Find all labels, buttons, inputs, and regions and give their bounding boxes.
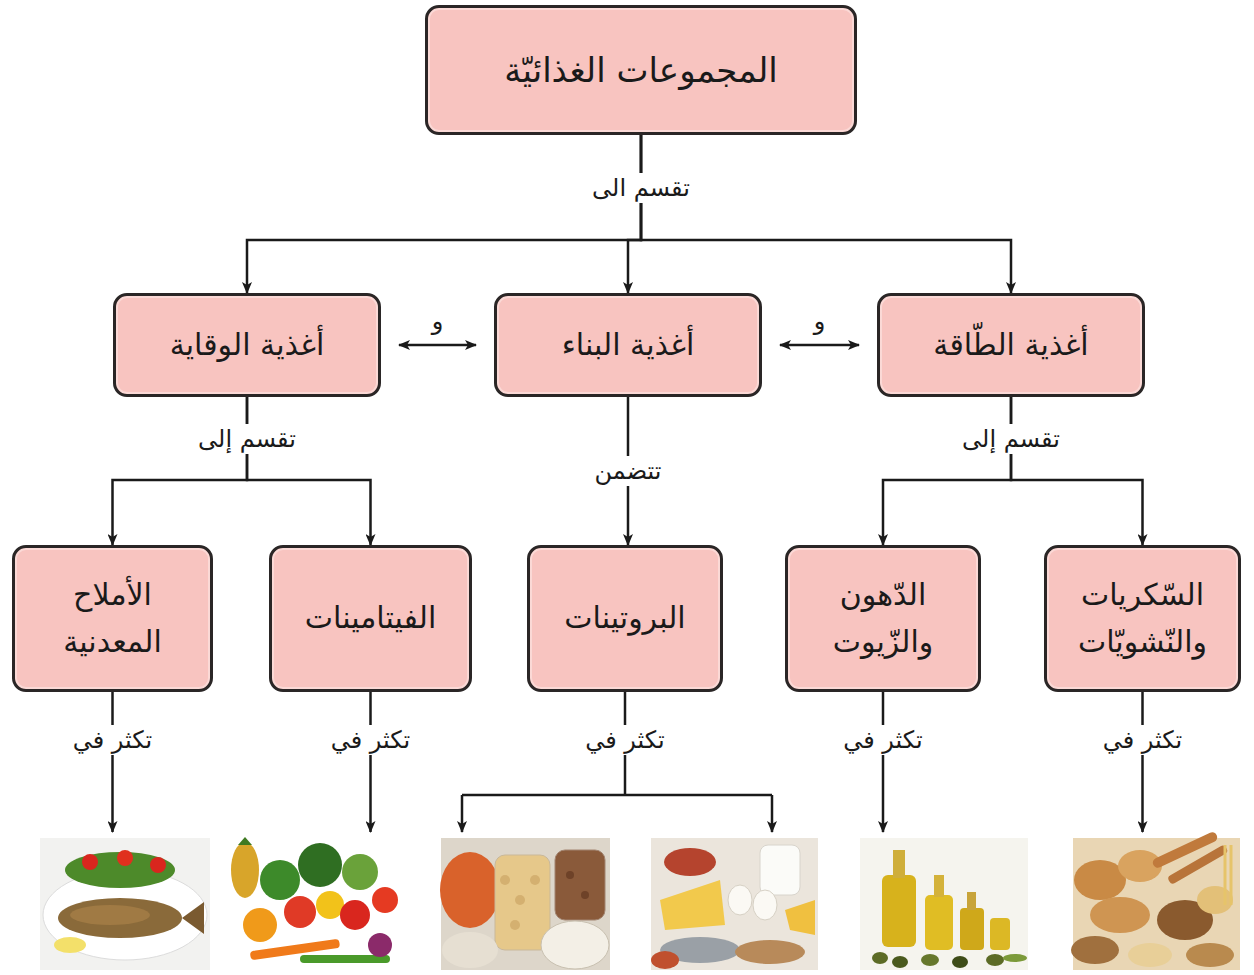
leader-arrow: [1141, 692, 1144, 832]
leader-label: تكثر في: [838, 725, 928, 755]
leader-arrow: [771, 795, 774, 832]
oil-photo: [860, 838, 1028, 970]
connector-label: و: [427, 306, 449, 336]
protein-legume-photo: [440, 838, 610, 970]
node-label: الأملاح المعدنية: [27, 572, 198, 665]
node-label: أغذية الطّاقة: [892, 322, 1130, 369]
nutrient-box: البروتينات: [527, 545, 723, 692]
nutrient-box: الدّهون والزّيوت: [785, 545, 981, 692]
vegetables-photo: [228, 837, 398, 970]
nutrient-box: السّكريات والنّشويّات: [1044, 545, 1241, 692]
connector-label: و: [809, 306, 831, 336]
connector-arrow: [247, 135, 641, 293]
leader-line: [462, 794, 772, 797]
node-label: الدّهون والزّيوت: [800, 572, 966, 665]
connector-arrow: [883, 397, 1011, 545]
connector-label: تقسم إلى: [957, 424, 1065, 454]
leader-label: تكثر في: [326, 725, 416, 755]
leader-label: تكثر في: [1098, 725, 1188, 755]
connector-arrow: [247, 397, 371, 545]
node-label: أغذية البناء: [509, 322, 747, 369]
node-label: السّكريات والنّشويّات: [1059, 572, 1226, 665]
connector-label: تقسم إلى: [193, 424, 301, 454]
category-box: أغذية البناء: [494, 293, 762, 397]
connector-label: تقسم الى: [587, 173, 695, 203]
node-label: الفيتامينات: [284, 595, 457, 642]
node-label: البروتينات: [542, 595, 708, 642]
nutrient-box: الأملاح المعدنية: [12, 545, 213, 692]
connector-arrow: [780, 344, 859, 347]
category-box: أغذية الوقاية: [113, 293, 381, 397]
node-label: المجموعات الغذائيّة: [440, 44, 842, 97]
node-label: أغذية الوقاية: [128, 322, 366, 369]
leader-arrow: [111, 692, 114, 832]
leader-arrow: [882, 692, 885, 832]
root-box: المجموعات الغذائيّة: [425, 5, 857, 135]
connector-arrow: [399, 344, 476, 347]
connector-label: تتضمن: [590, 456, 667, 486]
connector-arrow: [1011, 397, 1143, 545]
leader-label: تكثر في: [68, 725, 158, 755]
bread-photo: [1071, 831, 1240, 970]
connector-arrow: [628, 135, 641, 293]
nutrient-box: الفيتامينات: [269, 545, 472, 692]
leader-arrow: [461, 795, 464, 832]
connector-arrow: [113, 397, 248, 545]
fish-salad-photo: [40, 838, 210, 970]
leader-arrow: [369, 692, 372, 832]
category-box: أغذية الطّاقة: [877, 293, 1145, 397]
protein-animal-photo: [651, 838, 818, 970]
leader-label: تكثر في: [580, 725, 670, 755]
connector-arrow: [641, 135, 1011, 293]
